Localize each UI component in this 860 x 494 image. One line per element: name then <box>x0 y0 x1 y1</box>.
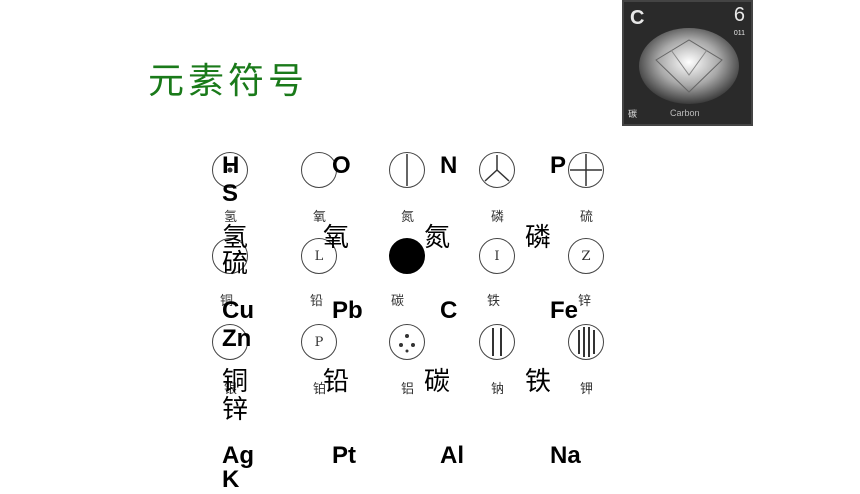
symbol-circle-lead: L <box>301 238 337 274</box>
element-name: 磷 <box>525 223 552 253</box>
circle-letter: P <box>314 334 324 350</box>
diagram-label: 银 <box>224 382 238 397</box>
symbol-circle-iron: I <box>479 238 515 274</box>
photo-number: 6 <box>733 4 745 26</box>
slide-title: 元素符号 <box>148 61 309 102</box>
element-name: 氢 <box>222 223 249 253</box>
element-symbol: N <box>440 152 458 179</box>
element-name: 铁 <box>525 367 552 397</box>
diamond-icon <box>639 28 739 104</box>
element-symbol: Pb <box>332 297 363 324</box>
diagram-label: 氮 <box>401 210 415 225</box>
element-symbol: Na <box>550 442 581 469</box>
element-symbol: O <box>332 152 351 179</box>
photo-symbol: C <box>630 7 645 29</box>
diagram-label: 铅 <box>310 294 324 309</box>
circle-letter: L <box>314 248 324 264</box>
circle-letter: Z <box>581 248 591 264</box>
element-symbol: H <box>222 152 240 179</box>
diagram-label: 铜 <box>220 294 234 309</box>
symbol-circle-phosphorus <box>479 152 515 188</box>
symbol-circle-carbon <box>389 238 425 274</box>
symbol-circle-copper <box>212 238 248 274</box>
element-name: 氮 <box>424 223 451 253</box>
element-name: 铅 <box>323 367 350 397</box>
element-symbol: C <box>440 297 458 324</box>
diagram-label: 铝 <box>401 382 415 397</box>
symbol-circle-silver <box>212 324 248 360</box>
element-symbol: Al <box>440 442 464 469</box>
diagram-label: 钾 <box>580 382 594 397</box>
symbol-circle-sodium <box>479 324 515 360</box>
photo-name-en: Carbon <box>670 108 700 118</box>
symbol-circle-zinc: Z <box>568 238 604 274</box>
element-symbol: Pt <box>332 442 356 469</box>
symbol-circle-hydrogen <box>212 152 248 188</box>
diagram-label: 硫 <box>580 210 594 225</box>
photo-mass: 011 <box>733 30 745 37</box>
element-name: 铜 <box>222 367 249 397</box>
diagram-label: 磷 <box>491 210 505 225</box>
symbol-circle-platinum: P <box>301 324 337 360</box>
element-symbol: Ag <box>222 442 254 469</box>
element-name: 氧 <box>323 223 350 253</box>
symbol-circle-oxygen <box>301 152 337 188</box>
symbol-circle-aluminum <box>389 324 425 360</box>
element-name: 硫 <box>222 249 249 279</box>
carbon-photo: C 6 011 碳 Carbon <box>622 0 753 126</box>
diagram-label: 铁 <box>487 294 501 309</box>
diagram-label: 氧 <box>313 210 327 225</box>
diagram-label: 氢 <box>224 210 238 225</box>
diagram-label: 铂 <box>313 382 327 397</box>
diagram-label: 锌 <box>578 294 592 309</box>
symbol-circle-sulfur <box>568 152 604 188</box>
element-symbol: Zn <box>222 325 252 352</box>
element-symbol: K <box>222 466 240 493</box>
symbol-circle-potassium <box>568 324 604 360</box>
element-symbol: Cu <box>222 297 254 324</box>
element-symbol: P <box>550 152 567 179</box>
element-symbol: Fe <box>550 297 579 324</box>
symbol-circle-nitrogen <box>389 152 425 188</box>
element-symbol: S <box>222 180 239 207</box>
circle-letter: I <box>494 248 500 264</box>
element-name: 碳 <box>424 367 451 397</box>
diagram-label: 钠 <box>491 382 505 397</box>
diagram-label: 碳 <box>391 294 405 309</box>
photo-name-cn: 碳 <box>628 110 638 120</box>
element-name: 锌 <box>222 395 249 425</box>
